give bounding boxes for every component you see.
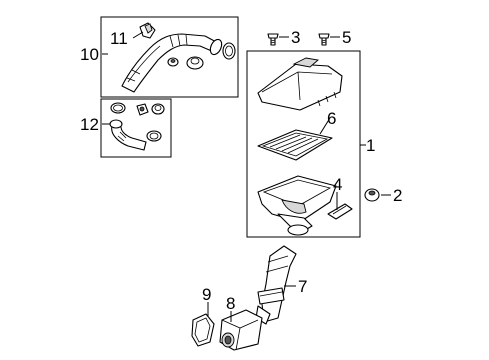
hose-fitting[interactable] <box>136 103 149 116</box>
callout-4: 4 <box>333 175 342 194</box>
hose-clamp-lower[interactable] <box>146 130 162 142</box>
callout-8: 8 <box>226 294 235 313</box>
duct-connector[interactable] <box>139 22 156 39</box>
leader-lines <box>102 31 391 322</box>
hose-clamp-upper[interactable] <box>110 102 126 114</box>
air-cleaner-upper-cover[interactable] <box>257 57 343 111</box>
air-cleaner-lower-housing[interactable] <box>257 175 337 236</box>
hose-grommet[interactable] <box>151 103 165 115</box>
grommet-large[interactable] <box>186 56 204 70</box>
callout-7: 7 <box>298 277 307 296</box>
callout-9: 9 <box>202 285 211 304</box>
inlet-duct[interactable] <box>121 33 224 93</box>
grommet-small[interactable] <box>167 57 179 67</box>
callout-1: 1 <box>366 136 375 155</box>
sensor-gasket[interactable] <box>191 313 215 347</box>
callout-3: 3 <box>291 28 300 47</box>
duct-clamp[interactable] <box>222 42 236 60</box>
callout-10: 10 <box>80 45 99 64</box>
airflow-sensor-housing[interactable] <box>219 309 263 351</box>
screw-3[interactable] <box>267 33 279 46</box>
callout-labels: 1 2 3 4 5 6 7 8 9 10 11 12 <box>80 28 402 313</box>
callout-2: 2 <box>393 186 402 205</box>
air-filter-element[interactable] <box>257 129 333 161</box>
callout-5: 5 <box>342 28 351 47</box>
screw-5[interactable] <box>318 33 330 46</box>
mount-grommet[interactable] <box>364 188 380 202</box>
group-box-12 <box>100 98 172 158</box>
group-box-10 <box>100 16 239 98</box>
group-box-1 <box>246 50 361 238</box>
outlet-duct[interactable] <box>255 245 297 325</box>
callout-12: 12 <box>80 115 99 134</box>
resonator-hose[interactable] <box>109 119 147 151</box>
callout-6: 6 <box>327 109 336 128</box>
housing-clip[interactable] <box>327 203 353 220</box>
callout-11: 11 <box>110 29 128 48</box>
